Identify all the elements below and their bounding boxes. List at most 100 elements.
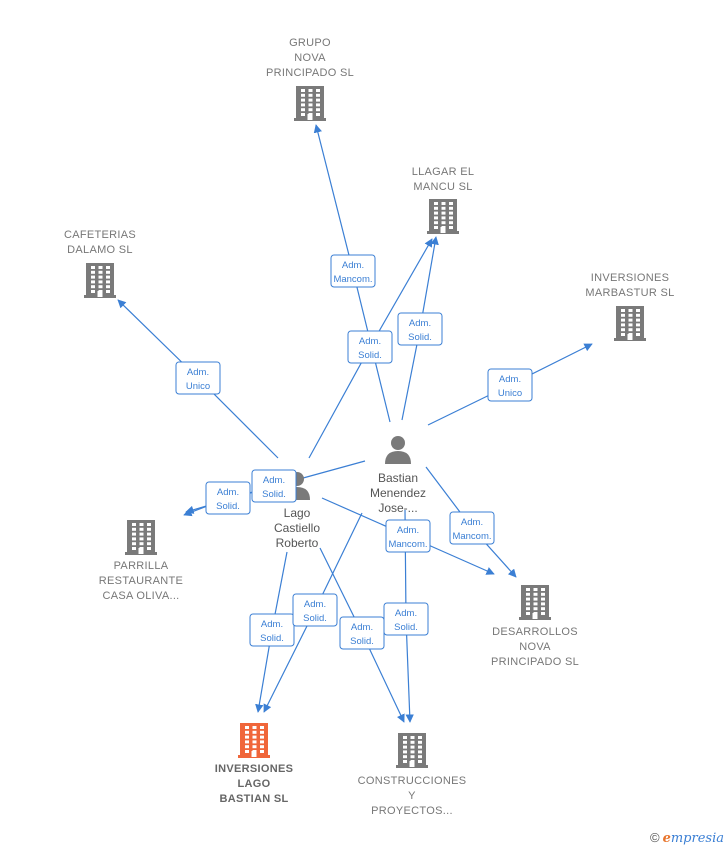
edge-labels-layer: Adm. Mancom. Adm. Solid. Adm. Solid. Adm. Unico… — [175, 254, 533, 650]
building-icon — [614, 306, 646, 341]
edge-role-label[interactable]: Adm. Mancom. — [330, 254, 376, 288]
company-node-inversiones-lago[interactable]: INVERSIONES LAGO BASTIAN SL — [215, 723, 294, 805]
edge-role-box — [397, 312, 443, 346]
edge-role-text: Solid. — [303, 613, 327, 624]
edge-role-box — [385, 519, 431, 553]
edge-role-box — [330, 254, 376, 288]
company-node-parrilla[interactable]: PARRILLA RESTAURANTE CASA OLIVA... — [99, 520, 183, 602]
node-label-line: PRINCIPADO SL — [266, 67, 354, 79]
edge-role-box — [487, 368, 533, 402]
brand-name: mpresia — [670, 831, 724, 846]
building-icon — [427, 199, 459, 234]
company-node-marbastur[interactable]: INVERSIONES MARBASTUR SL — [585, 272, 674, 341]
edge-role-box — [292, 593, 338, 627]
edge-role-text: Adm. — [359, 336, 381, 347]
edge-role-text: Adm. — [397, 525, 419, 536]
node-label-line: Castiello — [274, 521, 320, 535]
node-label-line: RESTAURANTE — [99, 575, 183, 587]
node-label-line: CAFETERIAS — [64, 229, 136, 241]
person-node-bastian[interactable]: BastianMenendezJose-... — [370, 436, 426, 515]
edge-role-label[interactable]: Adm. Solid. — [251, 469, 297, 503]
edge-role-text: Solid. — [408, 332, 432, 343]
edge-role-text: Adm. — [187, 367, 209, 378]
edge-role-text: Mancom. — [452, 531, 491, 542]
brand-logo-letter: e — [662, 831, 671, 846]
node-label-line: Menendez — [370, 486, 426, 500]
edge-role-text: Adm. — [217, 487, 239, 498]
edge-role-label[interactable]: Adm. Unico — [175, 361, 221, 395]
edge-role-box — [205, 481, 251, 515]
company-node-construcciones[interactable]: CONSTRUCCIONES Y PROYECTOS... — [358, 733, 467, 817]
building-icon — [294, 86, 326, 121]
node-label-line: MANCU SL — [413, 181, 472, 193]
edge-role-label[interactable]: Adm. Solid. — [383, 602, 429, 636]
edge-role-text: Mancom. — [388, 539, 427, 550]
node-label-line: CASA OLIVA... — [102, 590, 179, 602]
person-icon — [385, 436, 411, 464]
node-label-line: Y — [408, 790, 416, 802]
edge-role-label[interactable]: Adm. Mancom. — [385, 519, 431, 553]
edge-role-text: Unico — [498, 388, 522, 399]
node-label-line: NOVA — [519, 641, 551, 653]
edge-role-text: Solid. — [394, 622, 418, 633]
node-label-line: LAGO — [238, 778, 271, 790]
edge-role-box — [383, 602, 429, 636]
building-icon — [238, 723, 270, 758]
building-icon — [519, 585, 551, 620]
edge-role-label[interactable]: Adm. Solid. — [339, 616, 385, 650]
edge-role-text: Adm. — [351, 622, 373, 633]
node-label-line: NOVA — [294, 52, 326, 64]
node-label-line: PARRILLA — [114, 560, 169, 572]
edge-role-text: Adm. — [395, 608, 417, 619]
edge-role-label[interactable]: Adm. Solid. — [397, 312, 443, 346]
edge-role-box — [449, 511, 495, 545]
node-label-line: Lago — [284, 506, 311, 520]
edge-role-text: Solid. — [260, 633, 284, 644]
node-label-line: GRUPO — [289, 37, 331, 49]
edge-role-text: Adm. — [263, 475, 285, 486]
edge-role-label[interactable]: Adm. Solid. — [347, 330, 393, 364]
edge-role-box — [175, 361, 221, 395]
node-label-line: DESARROLLOS — [492, 626, 578, 638]
edge-role-label[interactable]: Adm. Mancom. — [449, 511, 495, 545]
copyright-symbol: © — [649, 830, 660, 845]
node-label-line: MARBASTUR SL — [585, 287, 674, 299]
node-label-line: INVERSIONES — [591, 272, 670, 284]
edge-role-text: Solid. — [358, 350, 382, 361]
edge-role-text: Adm. — [499, 374, 521, 385]
edge-role-text: Adm. — [304, 599, 326, 610]
building-icon — [125, 520, 157, 555]
node-label-line: LLAGAR EL — [412, 166, 475, 178]
node-label-line: INVERSIONES — [215, 763, 294, 775]
edge-role-text: Unico — [186, 381, 210, 392]
edge-role-text: Solid. — [350, 636, 374, 647]
node-label-line: PROYECTOS... — [371, 805, 453, 817]
node-label-line: DALAMO SL — [67, 244, 133, 256]
edge-role-text: Adm. — [409, 318, 431, 329]
edge-role-label[interactable]: Adm. Unico — [487, 368, 533, 402]
company-node-grupo[interactable]: GRUPO NOVA PRINCIPADO SL — [266, 37, 354, 121]
edge-role-box — [347, 330, 393, 364]
building-icon — [84, 263, 116, 298]
edge-role-text: Solid. — [262, 489, 286, 500]
edge-role-text: Adm. — [461, 517, 483, 528]
node-label-line: CONSTRUCCIONES — [358, 775, 467, 787]
company-node-cafeterias[interactable]: CAFETERIAS DALAMO SL — [64, 229, 136, 298]
company-node-desarrollos[interactable]: DESARROLLOS NOVA PRINCIPADO SL — [491, 585, 579, 668]
edge-role-text: Solid. — [216, 501, 240, 512]
node-label-line: BASTIAN SL — [220, 793, 289, 805]
edge-role-label[interactable]: Adm. Solid. — [292, 593, 338, 627]
edge-role-label[interactable]: Adm. Solid. — [249, 613, 295, 647]
edge-role-text: Mancom. — [333, 274, 372, 285]
node-label-line: Roberto — [276, 536, 319, 550]
node-label-line: PRINCIPADO SL — [491, 656, 579, 668]
edge-role-text: Adm. — [342, 260, 364, 271]
company-node-llagar[interactable]: LLAGAR EL MANCU SL — [412, 166, 475, 234]
edge-role-box — [249, 613, 295, 647]
edge-role-text: Adm. — [261, 619, 283, 630]
brand-watermark[interactable]: ©empresia — [650, 830, 724, 846]
edge-role-label[interactable]: Adm. Solid. — [205, 481, 251, 515]
node-label-line: Bastian — [378, 471, 418, 485]
edge-role-box — [251, 469, 297, 503]
